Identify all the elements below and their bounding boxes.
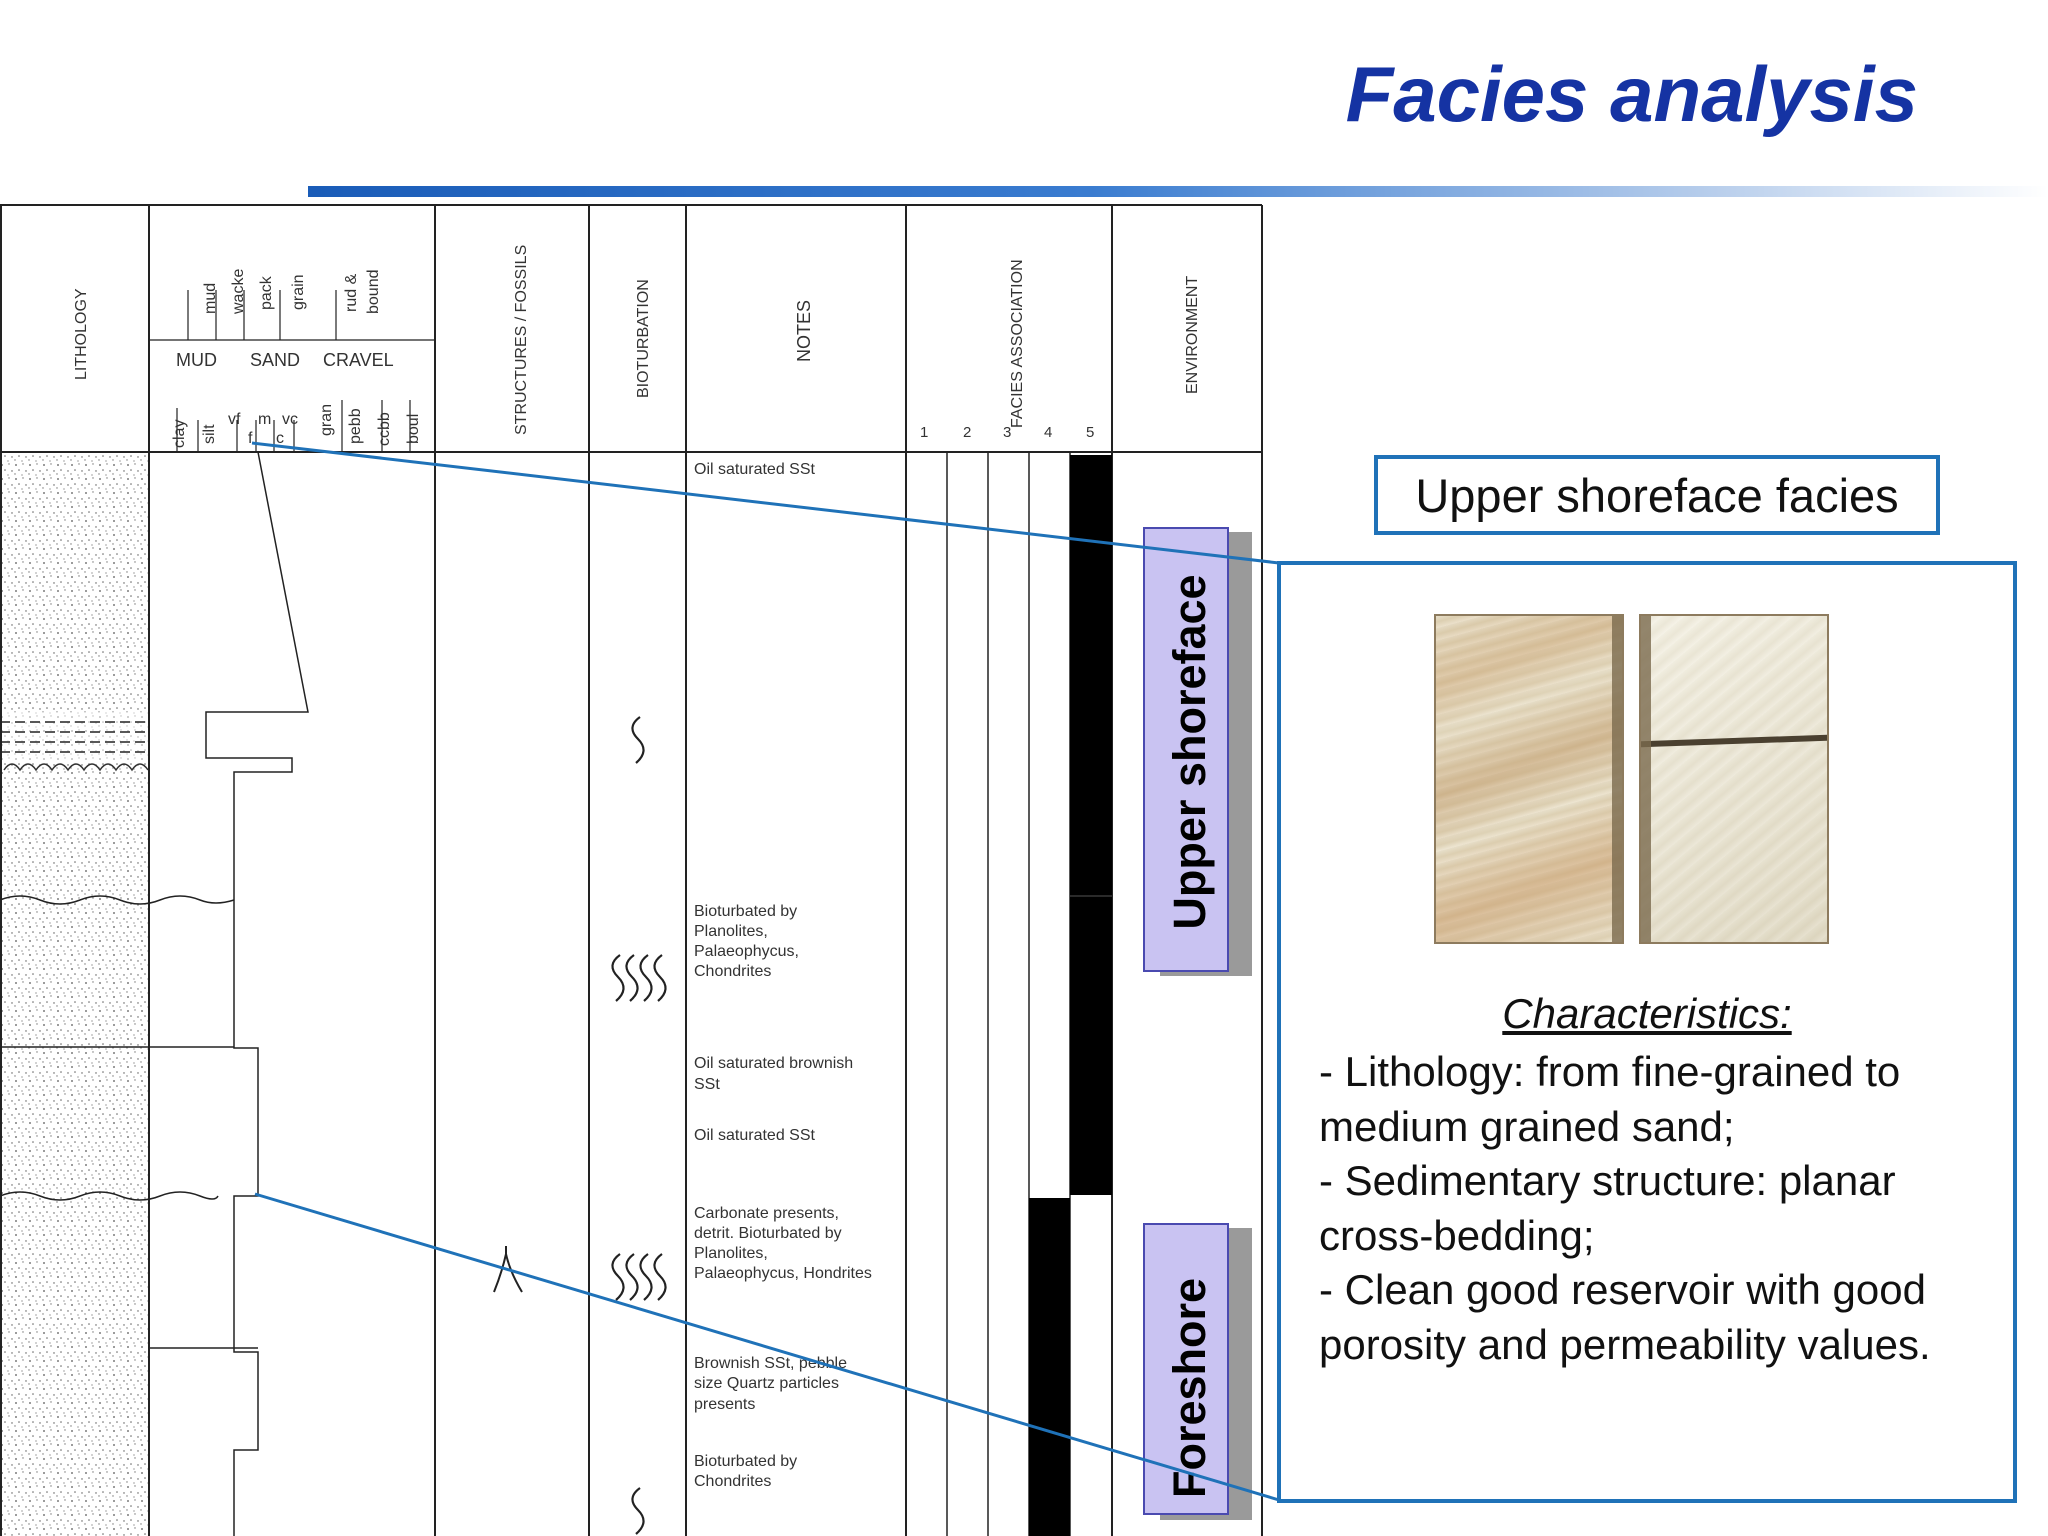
carbonate-label-5: bound: [365, 270, 382, 315]
characteristics-line: - Lithology: from fine-grained to: [1319, 1048, 1901, 1095]
grain-size-profile: [205, 451, 309, 1536]
slide-title: Facies analysis: [1345, 50, 1918, 138]
carbonate-label-2: pack: [258, 275, 275, 310]
env-upper-shoreface-label: Upper shoreface: [1164, 574, 1215, 929]
grain-size-m: m: [258, 411, 271, 428]
facies-number-3: 3: [1003, 424, 1011, 441]
facies-number-5: 5: [1086, 424, 1094, 441]
lithology-sand-fill: [0, 452, 148, 1536]
grain-class-gravel: CRAVEL: [323, 350, 394, 370]
pebble-lag: [3, 763, 149, 772]
grain-size-clay: clay: [171, 420, 188, 448]
grain-scale: [149, 290, 435, 341]
trace-fossil-symbol: [493, 1246, 523, 1293]
grain-class-mud: MUD: [176, 350, 217, 370]
facies-number-2: 2: [963, 424, 971, 441]
carbonate-label-4: rud &: [343, 273, 360, 312]
env-foreshore-label: Foreshore: [1164, 1278, 1215, 1498]
carbonate-label-0: mud: [202, 283, 219, 314]
core-photo-1: [1434, 614, 1624, 944]
grain-size-ccbb: ccbb: [376, 412, 393, 446]
title-underline: [308, 186, 2048, 197]
characteristics-line: cross-bedding;: [1319, 1211, 1595, 1259]
grain-size-vc: vc: [282, 411, 298, 428]
characteristics-line: - Clean good reservoir with good: [1319, 1266, 1926, 1314]
facies-4-bar: [1029, 1198, 1070, 1536]
facies-number-1: 1: [920, 424, 928, 441]
bioturbation-symbols: [611, 716, 667, 1535]
characteristics-heading: Characteristics:: [1502, 990, 1792, 1037]
characteristics-panel: Characteristics: - Lithology: from fine-…: [1277, 561, 2017, 1503]
header-notes: NOTES: [794, 300, 814, 362]
grain-size-vf: vf: [228, 411, 241, 428]
note-1: Oil saturated SSt: [694, 461, 816, 478]
header-structures: STRUCTURES / FOSSILS: [513, 245, 530, 435]
characteristics-line: porosity and permeability values.: [1319, 1320, 1931, 1368]
core-photo-2: [1639, 614, 1829, 944]
grain-size-pebb: pebb: [347, 408, 364, 444]
note-5: Carbonate presents, detrit. Bioturbated …: [694, 1205, 872, 1282]
grain-size-gran: gran: [318, 404, 335, 436]
characteristics-line: medium grained sand;: [1319, 1102, 1735, 1150]
facies-number-4: 4: [1044, 424, 1052, 441]
sedimentary-log: LITHOLOGY STRUCTURES / FOSSILS BIOTURBAT…: [0, 204, 1263, 1536]
note-4: Oil saturated SSt: [694, 1127, 816, 1144]
grain-size-f: f: [248, 430, 253, 447]
characteristics-list: - Lithology: from fine-grained to medium…: [1319, 1045, 2009, 1373]
grain-class-sand: SAND: [250, 350, 300, 370]
carbonate-label-1: wacke: [230, 269, 247, 315]
note-6: Brownish SSt, pebble size Quartz particl…: [694, 1355, 851, 1413]
header-bioturbation: BIOTURBATION: [635, 279, 652, 398]
note-3: Oil saturated brownish SSt: [694, 1055, 858, 1093]
grain-size-silt: silt: [201, 424, 218, 444]
carbonate-label-3: grain: [290, 274, 307, 310]
characteristics-line: - Sedimentary structure: planar: [1319, 1157, 1896, 1205]
grain-size-c: c: [276, 430, 284, 447]
env-upper-shoreface-box: [1143, 527, 1229, 972]
note-7: Bioturbated by Chondrites: [694, 1453, 802, 1490]
facies-title-box: Upper shoreface facies: [1374, 455, 1940, 535]
grain-size-boul: boul: [405, 414, 422, 444]
erosional-surfaces: [0, 895, 235, 1201]
header-environment: ENVIRONMENT: [1184, 276, 1201, 394]
facies-5-bar: [1070, 455, 1112, 1195]
note-2: Bioturbated by Planolites, Palaeophycus,…: [694, 903, 803, 980]
header-lithology: LITHOLOGY: [73, 288, 90, 380]
header-facies-association: FACIES ASSOCIATION: [1009, 259, 1026, 428]
